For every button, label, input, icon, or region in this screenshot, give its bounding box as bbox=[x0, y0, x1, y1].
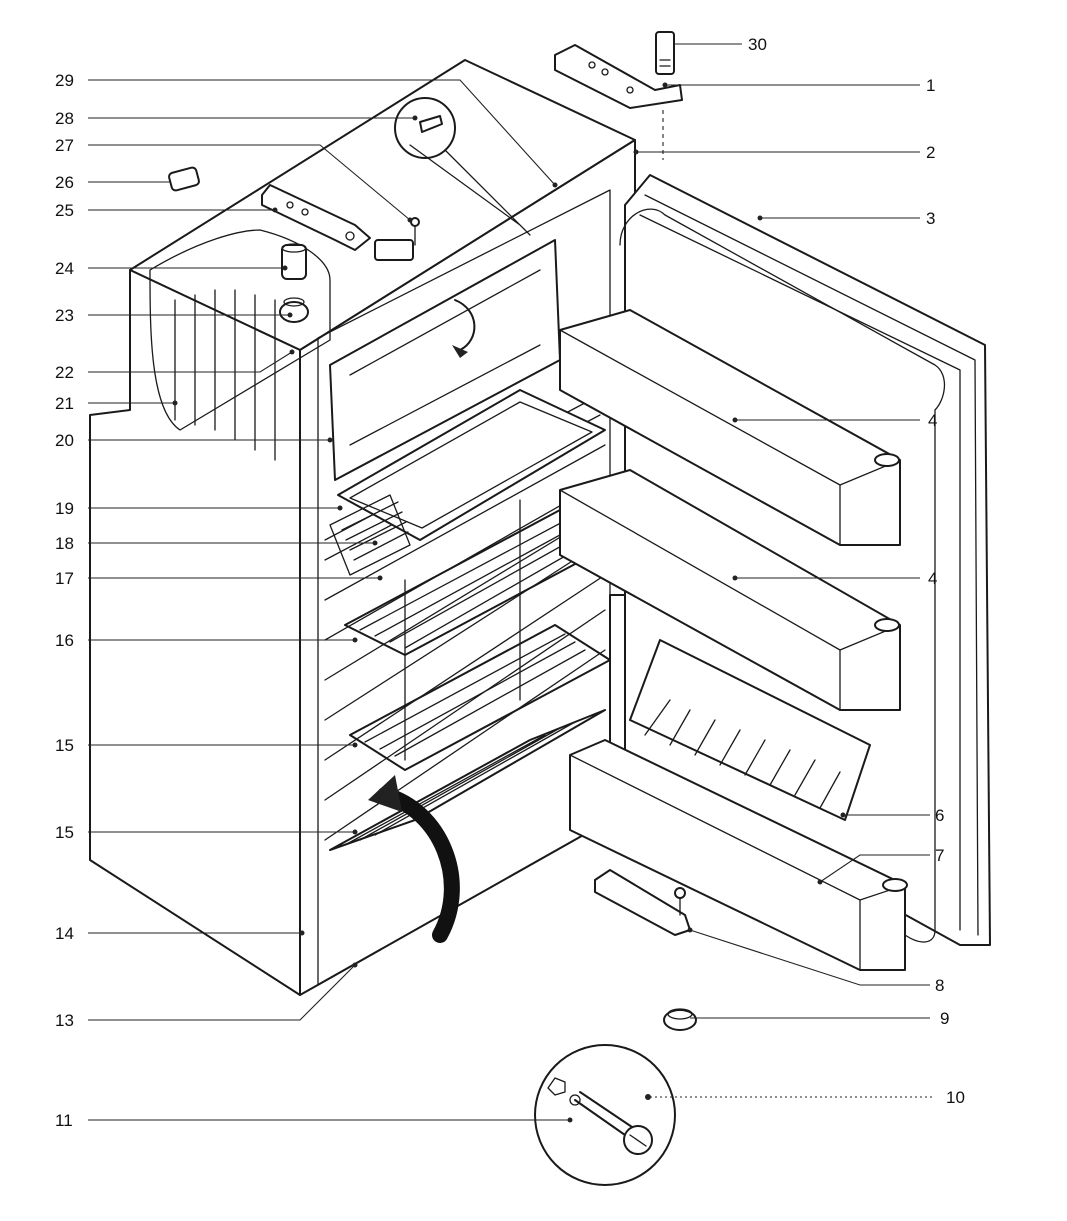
label-1: 1 bbox=[926, 76, 935, 95]
label-4-lower: 4 bbox=[928, 569, 937, 588]
label-4-upper: 4 bbox=[928, 411, 937, 430]
detail-circle-11 bbox=[534, 1044, 676, 1186]
drip-tray bbox=[337, 389, 606, 541]
label-16: 16 bbox=[55, 631, 74, 650]
leader-lines bbox=[88, 43, 935, 1123]
label-2: 2 bbox=[926, 143, 935, 162]
cover-cap bbox=[168, 166, 200, 192]
label-29: 29 bbox=[55, 71, 74, 90]
label-8: 8 bbox=[935, 976, 944, 995]
label-23: 23 bbox=[55, 306, 74, 325]
grommet-23 bbox=[279, 297, 309, 323]
part-labels: 30 1 2 3 4 4 6 7 8 9 10 11 13 14 15 15 1… bbox=[55, 35, 965, 1130]
label-19: 19 bbox=[55, 499, 74, 518]
door-bin-bottom bbox=[569, 739, 908, 971]
label-25: 25 bbox=[55, 201, 74, 220]
label-26: 26 bbox=[55, 173, 74, 192]
door-shelf-upper bbox=[559, 309, 901, 546]
label-13: 13 bbox=[55, 1011, 74, 1030]
hinge-pin-30 bbox=[655, 31, 675, 75]
screw-and-block bbox=[374, 217, 420, 261]
label-10: 10 bbox=[946, 1088, 965, 1107]
freezer-flap bbox=[329, 239, 561, 481]
wire-shelf-middle bbox=[349, 499, 611, 771]
label-11: 11 bbox=[55, 1111, 73, 1130]
grommet-24 bbox=[281, 243, 307, 280]
label-15-upper: 15 bbox=[55, 736, 74, 755]
foot-cap bbox=[663, 1008, 697, 1031]
label-21: 21 bbox=[55, 394, 74, 413]
wire-shelf-lower bbox=[329, 709, 606, 851]
ice-tray bbox=[329, 494, 411, 576]
label-28: 28 bbox=[55, 109, 74, 128]
label-27: 27 bbox=[55, 136, 74, 155]
label-18: 18 bbox=[55, 534, 74, 553]
label-3: 3 bbox=[926, 209, 935, 228]
label-22: 22 bbox=[55, 363, 74, 382]
airflow-arrow bbox=[368, 775, 460, 943]
detail-circle-28 bbox=[394, 97, 531, 236]
top-hinge bbox=[554, 44, 683, 109]
label-24: 24 bbox=[55, 259, 74, 278]
label-15-lower: 15 bbox=[55, 823, 74, 842]
door-shelf-lower bbox=[559, 469, 901, 711]
label-30: 30 bbox=[748, 35, 767, 54]
label-7: 7 bbox=[935, 846, 944, 865]
label-17: 17 bbox=[55, 569, 74, 588]
label-6: 6 bbox=[935, 806, 944, 825]
label-14: 14 bbox=[55, 924, 74, 943]
label-20: 20 bbox=[55, 431, 74, 450]
bottle-rack bbox=[629, 639, 871, 821]
label-9: 9 bbox=[940, 1009, 949, 1028]
